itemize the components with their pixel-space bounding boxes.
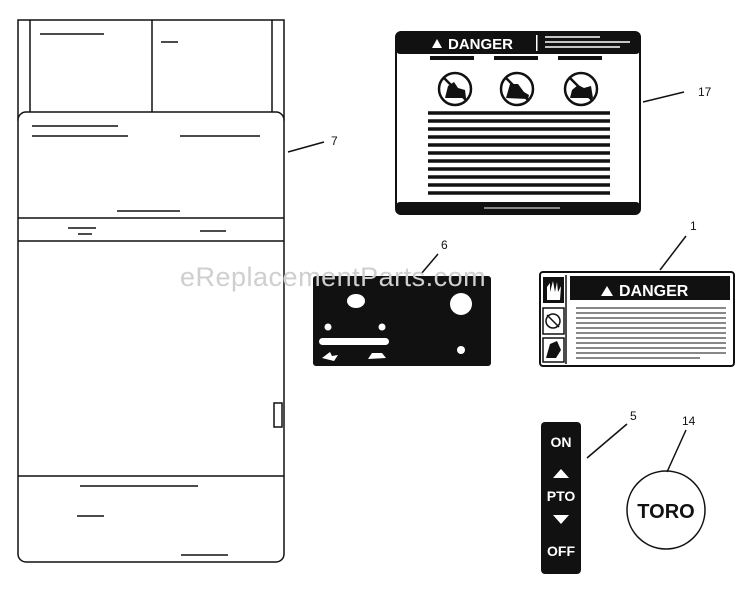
toro-logo: TORO: [637, 501, 694, 523]
decal-6-slot: [319, 338, 389, 345]
decal-6-hole-large-left: [347, 294, 365, 308]
decal-6-frame: [313, 276, 491, 366]
decal-7-panel: [17, 19, 285, 563]
decal-5-frame: [541, 422, 581, 574]
callout-1: 1: [690, 219, 697, 233]
decal-17: DANGER: [395, 31, 641, 215]
decal-1-warning-text: [576, 307, 726, 359]
decal-5-pto-label: PTO: [547, 488, 576, 504]
prohibition-icon-2: [499, 71, 535, 107]
decal-6-hole-small: [324, 323, 332, 331]
decal-1: DANGER: [539, 271, 735, 367]
decal-6-plate: [313, 276, 491, 366]
decal-17-warning-text: [428, 111, 610, 195]
callout-14: 14: [682, 414, 696, 428]
foot-icon: [546, 341, 561, 358]
warning-triangle-icon: [601, 286, 613, 296]
callout-17: 17: [698, 85, 712, 99]
decal-14-logo: TORO: [626, 470, 706, 550]
decal-1-side-icons: [542, 277, 565, 363]
leader-17: [642, 91, 685, 103]
decal-5-on-label: ON: [551, 434, 572, 450]
rabbit-icon: [368, 353, 386, 359]
leader-6: [420, 253, 439, 275]
decal-7-top-frame: [17, 19, 285, 121]
prohibition-icon-1: [437, 71, 473, 107]
decal-5-pto: ON PTO OFF: [541, 422, 581, 574]
decal-17-header-lines: [545, 36, 630, 48]
decal-5-off-label: OFF: [547, 543, 575, 559]
turtle-icon: [322, 352, 338, 361]
decal-17-danger-label: DANGER: [448, 36, 513, 53]
prohibition-icon-3: [563, 71, 599, 107]
hand-icon: [547, 281, 561, 300]
decal-6-hole-small: [378, 323, 386, 331]
callout-6: 6: [441, 238, 448, 252]
decal-17-pictogram-bars: [430, 56, 602, 60]
arrow-down-icon: [553, 515, 569, 524]
leader-7: [287, 141, 325, 153]
leader-lines: [287, 91, 687, 473]
decal-6-hole-large-right: [450, 293, 472, 315]
decal-7-main-frame: [17, 111, 285, 563]
decal-6-hole-small: [457, 346, 465, 354]
decal-1-danger-label: DANGER: [619, 283, 689, 300]
decal-14-frame: [626, 470, 706, 550]
warning-triangle-icon: [432, 39, 442, 48]
leader-14: [666, 429, 687, 473]
callout-numbers: 7 17 6 1 5 14: [331, 85, 712, 428]
decal-7-text-lines: [32, 33, 260, 556]
leader-1: [659, 235, 687, 271]
leader-5: [586, 423, 628, 459]
arrow-up-icon: [553, 469, 569, 478]
callout-7: 7: [331, 134, 338, 148]
blade-icon: [545, 313, 561, 329]
callout-5: 5: [630, 409, 637, 423]
